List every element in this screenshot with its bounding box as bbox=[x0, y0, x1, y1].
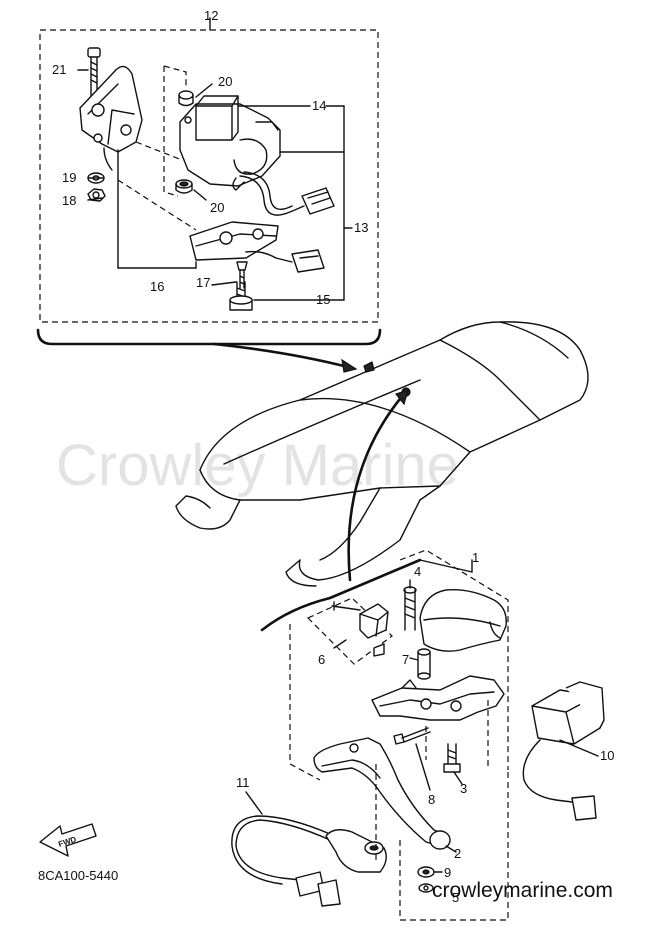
callout-14: 14 bbox=[312, 98, 326, 113]
callout-18: 18 bbox=[62, 193, 76, 208]
callout-1: 1 bbox=[472, 550, 479, 565]
collar-7 bbox=[417, 648, 431, 680]
snowmobile-body bbox=[175, 321, 589, 587]
grommet-20-upper bbox=[178, 90, 194, 107]
screw-17 bbox=[236, 261, 248, 289]
bolt-15 bbox=[229, 281, 253, 311]
lever-cover bbox=[419, 589, 507, 652]
callout-19: 19 bbox=[62, 170, 76, 185]
clip-group-6 bbox=[306, 597, 393, 665]
callout-5: 5 bbox=[452, 890, 459, 905]
callout-20-upper: 20 bbox=[218, 74, 232, 89]
callout-20-lower: 20 bbox=[210, 200, 224, 215]
callout-8: 8 bbox=[428, 792, 435, 807]
inset-leaders bbox=[77, 65, 353, 301]
screw-3 bbox=[443, 743, 461, 773]
callout-13: 13 bbox=[354, 220, 368, 235]
bracket-16 bbox=[79, 65, 143, 171]
callout-10: 10 bbox=[600, 748, 614, 763]
callout-21: 21 bbox=[52, 62, 66, 77]
location-arrow-2 bbox=[347, 389, 409, 582]
callout-6: 6 bbox=[318, 652, 325, 667]
brake-switch-10 bbox=[522, 681, 605, 821]
callout-2: 2 bbox=[454, 846, 461, 861]
washer-5 bbox=[418, 883, 434, 893]
diagram-code: 8CA100-5440 bbox=[38, 868, 118, 883]
bolt-21 bbox=[87, 47, 101, 105]
lower-leaders bbox=[245, 579, 599, 873]
grommet-20-lower bbox=[175, 179, 193, 194]
callout-16: 16 bbox=[150, 279, 164, 294]
callout-3: 3 bbox=[460, 781, 467, 796]
callout-9: 9 bbox=[444, 865, 451, 880]
switch-unit-14 bbox=[179, 95, 281, 191]
website-link[interactable]: crowleymarine.com bbox=[432, 879, 613, 902]
wire-harness-11 bbox=[231, 815, 387, 907]
fwd-arrow-icon: FWD bbox=[39, 823, 97, 857]
callout-17: 17 bbox=[196, 275, 210, 290]
nut-9 bbox=[417, 866, 435, 878]
callout-4: 4 bbox=[414, 564, 421, 579]
lever-holder bbox=[371, 675, 505, 721]
callout-11: 11 bbox=[236, 775, 250, 790]
screw-8 bbox=[393, 727, 431, 745]
location-arrow bbox=[212, 342, 358, 373]
brake-lever-2 bbox=[313, 737, 451, 850]
wire-harness-13 bbox=[239, 171, 335, 216]
assembly-1-frame bbox=[260, 549, 509, 921]
bolt-4 bbox=[403, 586, 417, 631]
callout-15: 15 bbox=[316, 292, 330, 307]
bracket-16-lower bbox=[189, 221, 325, 273]
callout-7: 7 bbox=[402, 652, 409, 667]
watermark: Crowley Marine bbox=[56, 433, 459, 498]
inset-frame bbox=[36, 17, 382, 346]
callout-12: 12 bbox=[204, 8, 218, 23]
